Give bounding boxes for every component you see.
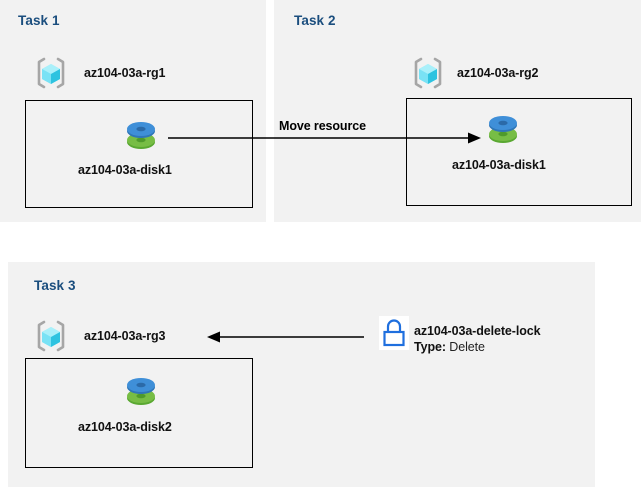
resource-label-task-3: az104-03a-disk2: [78, 420, 172, 434]
lock-name-label: az104-03a-delete-lock: [414, 324, 541, 338]
panel-title-task-3: Task 3: [34, 278, 76, 293]
resource-group-icon: [37, 320, 65, 352]
resource-group-label-task-3: az104-03a-rg3: [84, 329, 166, 343]
managed-disk-icon: [127, 378, 155, 405]
resource-group-icon: [414, 57, 442, 89]
resource-label-task-1: az104-03a-disk1: [78, 163, 172, 177]
resource-group-label-task-2: az104-03a-rg2: [457, 66, 539, 80]
resource-group-label-task-1: az104-03a-rg1: [84, 66, 166, 80]
delete-lock-arrow: [207, 331, 364, 343]
arrow-left-icon: [207, 331, 220, 343]
move-resource-arrow: [168, 132, 481, 144]
lock-type-key: Type:: [414, 340, 446, 354]
lock-type-label: Type: Delete: [414, 340, 485, 354]
resource-group-icon: [37, 57, 65, 89]
resource-label-task-2: az104-03a-disk1: [452, 158, 546, 172]
padlock-icon: [379, 316, 409, 350]
resource-box-task-2: [406, 98, 632, 206]
managed-disk-icon: [489, 116, 517, 143]
panel-title-task-2: Task 2: [294, 13, 336, 28]
panel-title-task-1: Task 1: [18, 13, 60, 28]
move-resource-label: Move resource: [279, 119, 366, 133]
resource-box-task-3: [25, 358, 253, 468]
managed-disk-icon: [127, 122, 155, 149]
arrow-right-icon: [468, 132, 481, 144]
resource-box-task-1: [25, 100, 253, 208]
lock-type-value: Delete: [449, 340, 485, 354]
